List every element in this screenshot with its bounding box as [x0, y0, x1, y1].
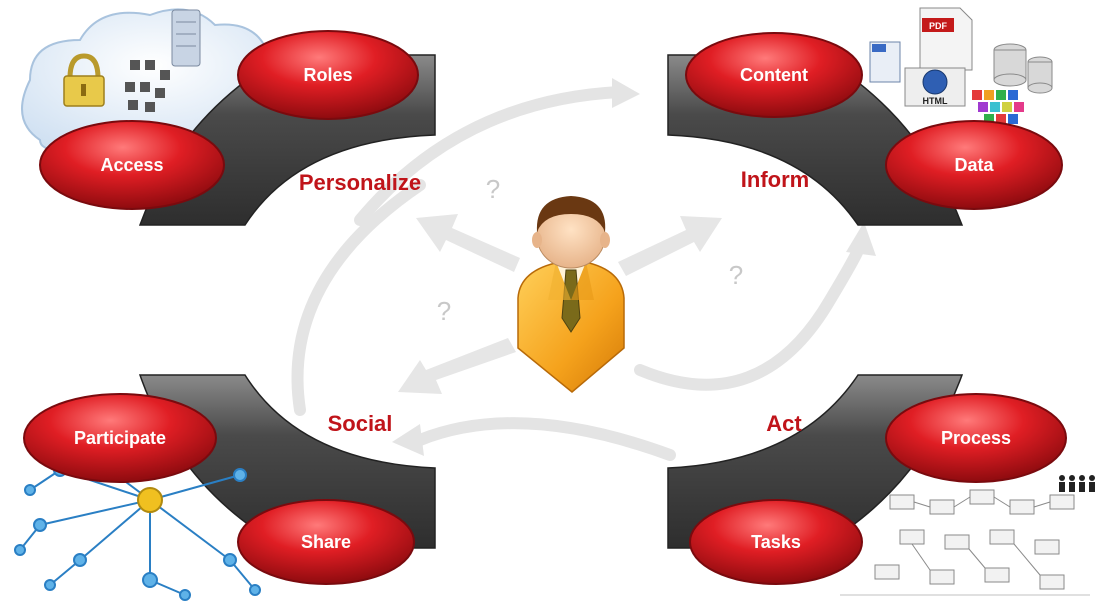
content-label: Content	[740, 65, 808, 85]
access-pill[interactable]: Access	[39, 120, 225, 210]
tasks-label: Tasks	[751, 532, 801, 552]
color-grid-icon	[972, 90, 1024, 124]
radial-arrow-upleft	[416, 214, 520, 272]
arc-arrow-right	[634, 239, 866, 391]
act-quadrant: Process Tasks Act	[667, 374, 1095, 596]
arc-arrow-left	[291, 179, 426, 416]
roles-pill[interactable]: Roles	[237, 30, 419, 120]
act-label: Act	[766, 411, 802, 436]
inform-label: Inform	[741, 167, 809, 192]
word-document-icon	[869, 41, 901, 83]
html-globe-icon: HTML	[904, 67, 966, 107]
businessman-icon	[517, 196, 625, 393]
radial-arrow-downleft	[398, 338, 516, 394]
personalize-label: Personalize	[299, 170, 421, 195]
process-flowchart-icon	[840, 489, 1090, 596]
access-label: Access	[100, 155, 163, 175]
radial-arrows	[398, 214, 722, 394]
social-label: Social	[328, 411, 393, 436]
org-chart-icon	[125, 60, 170, 112]
inform-quadrant: PDF HTML	[667, 7, 1063, 226]
participate-label: Participate	[74, 428, 166, 448]
content-pill[interactable]: Content	[685, 32, 863, 118]
pdf-document-icon: PDF	[919, 7, 973, 71]
arc-arrow-bottom	[414, 417, 676, 461]
arc-arrowhead-top	[612, 78, 640, 108]
process-label: Process	[941, 428, 1011, 448]
database-icon	[993, 43, 1053, 94]
html-text: HTML	[923, 96, 948, 106]
share-pill[interactable]: Share	[237, 499, 415, 585]
question-mark-top: ?	[486, 174, 500, 204]
arc-arrowhead-bottom	[392, 424, 424, 456]
roles-label: Roles	[303, 65, 352, 85]
people-icon	[1059, 475, 1095, 492]
data-label: Data	[954, 155, 994, 175]
participate-pill[interactable]: Participate	[23, 393, 217, 483]
server-icon	[171, 9, 201, 67]
personalize-quadrant: Roles Access Personalize	[21, 8, 436, 226]
businessman-hair	[536, 196, 606, 232]
social-quadrant: Participate Share Social	[14, 374, 436, 601]
question-mark-left: ?	[437, 296, 451, 326]
flow-arrows	[291, 78, 876, 461]
arc-arrow-top	[354, 86, 626, 226]
radial-arrow-upright	[618, 216, 722, 276]
data-pill[interactable]: Data	[885, 120, 1063, 210]
tasks-pill[interactable]: Tasks	[689, 499, 863, 585]
process-pill[interactable]: Process	[885, 393, 1067, 483]
question-mark-right: ?	[729, 260, 743, 290]
pdf-text: PDF	[929, 21, 948, 31]
arc-arrowhead-right	[846, 222, 876, 256]
padlock-icon	[63, 53, 105, 107]
share-label: Share	[301, 532, 351, 552]
